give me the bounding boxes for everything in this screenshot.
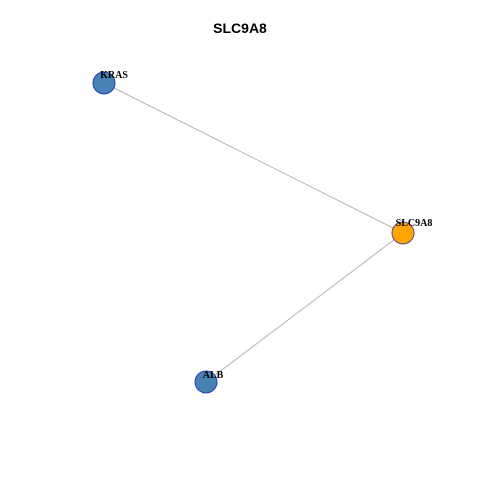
node-layer: KRAS SLC9A8 ALB [92,70,433,394]
node-kras-label: KRAS [100,70,128,81]
node-alb[interactable]: ALB [194,370,224,394]
node-slc9a8-label: SLC9A8 [396,218,433,229]
node-kras[interactable]: KRAS [92,70,128,95]
edge-alb-slc9a8 [205,232,404,383]
edge-layer [103,82,404,383]
node-kras-circle [92,71,116,95]
node-slc9a8[interactable]: SLC9A8 [391,218,433,245]
node-alb-circle [194,370,218,394]
node-alb-label: ALB [203,370,224,381]
edge-kras-slc9a8 [103,82,404,234]
graph-title: SLC9A8 [213,20,267,36]
node-slc9a8-circle [391,221,415,245]
